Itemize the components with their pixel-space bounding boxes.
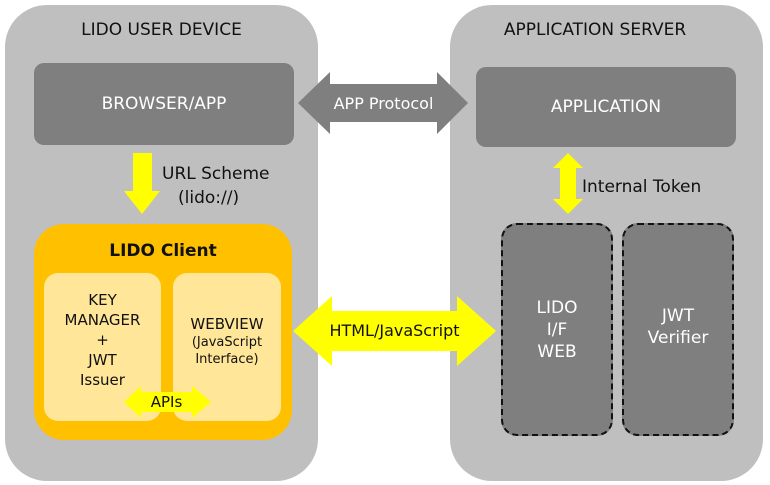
app-protocol-arrow (298, 72, 468, 134)
jwt-verifier-box: JWT Verifier (622, 223, 734, 436)
html-js-arrow (293, 296, 496, 366)
internal-token-label: Internal Token (582, 177, 702, 197)
webview-sub-line: Interface) (195, 352, 259, 367)
url-scheme-arrow (124, 153, 160, 214)
app-protocol-label: APP Protocol (333, 94, 434, 113)
lido-if-web-line: I/F (546, 319, 568, 340)
webview-box: WEBVIEW (JavaScript Interface) (173, 273, 281, 421)
apis-arrow (124, 386, 211, 418)
url-scheme-line2: (lido://) (178, 188, 240, 208)
html-js-label: HTML/JavaScript (329, 321, 460, 340)
browser-app-label: BROWSER/APP (101, 94, 227, 114)
lido-if-web-box: LIDO I/F WEB (501, 223, 613, 436)
jwt-verifier-line: JWT (661, 305, 695, 326)
key-manager-line: Issuer (80, 371, 125, 389)
webview-sub-line: (JavaScript (191, 335, 263, 350)
application-label: APPLICATION (550, 97, 662, 117)
key-manager-line: + (96, 331, 109, 349)
key-manager-line: JWT (88, 351, 117, 369)
internal-token-arrow (553, 153, 583, 214)
lido-client-title: LIDO Client (109, 241, 217, 261)
lido-if-web-line: WEB (537, 341, 577, 362)
jwt-verifier-line: Verifier (647, 327, 709, 348)
url-scheme-line1: URL Scheme (162, 164, 270, 184)
key-manager-line: MANAGER (64, 311, 141, 329)
webview-title: WEBVIEW (190, 315, 264, 333)
application-box: APPLICATION (476, 67, 736, 147)
browser-app-box: BROWSER/APP (34, 63, 294, 145)
apis-label: APIs (150, 393, 183, 411)
device-title: LIDO USER DEVICE (81, 20, 242, 40)
lido-if-web-line: LIDO (536, 297, 578, 318)
server-title: APPLICATION SERVER (503, 20, 687, 40)
key-manager-line: KEY (88, 291, 117, 309)
